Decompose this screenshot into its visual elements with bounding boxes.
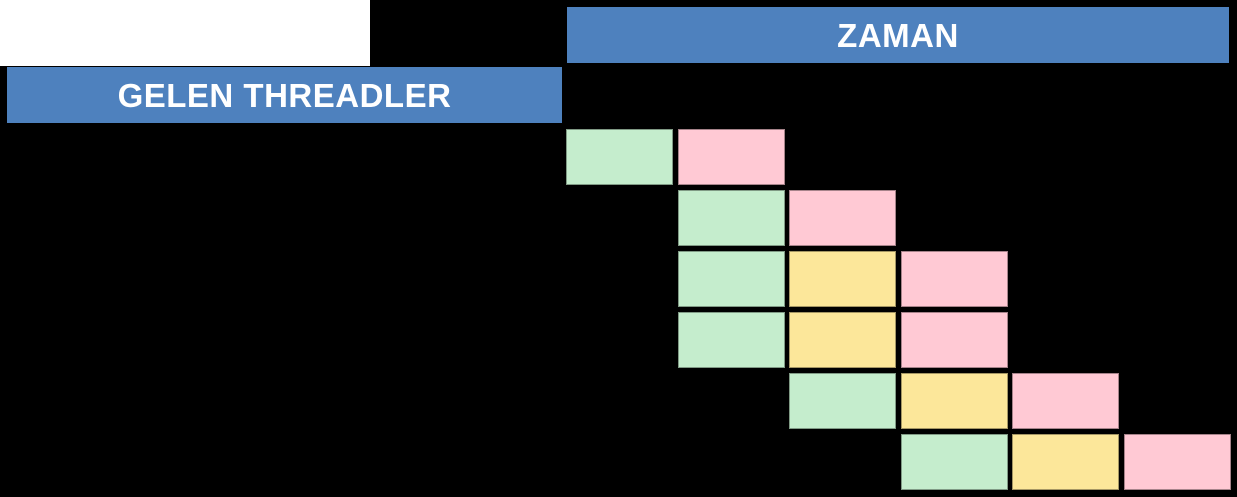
grid-cell-r2-c3: [900, 251, 1008, 307]
grid-cell-r0-c1: [677, 129, 785, 185]
grid-cell-r4-c4: [1012, 373, 1119, 429]
grid-cell-r3-c2: [789, 312, 896, 368]
grid-cell-r4-c2: [789, 373, 896, 429]
grid-cell-r5-c4: [1012, 434, 1119, 490]
grid-cell-r4-c3: [900, 373, 1008, 429]
grid-cell-r0-c0: [566, 129, 673, 185]
grid-cell-r1-c2: [789, 190, 896, 246]
grid-cell-r3-c3: [900, 312, 1008, 368]
grid-cell-r3-c1: [677, 312, 785, 368]
top-left-blank-area: [0, 0, 370, 66]
grid-cell-r2-c1: [677, 251, 785, 307]
row-axis-header-gelen-threadler: GELEN THREADLER: [7, 67, 562, 123]
grid-cell-r5-c3: [900, 434, 1008, 490]
grid-cell-r2-c2: [789, 251, 896, 307]
grid-cell-r5-c5: [1123, 434, 1231, 490]
column-axis-header-zaman: ZAMAN: [567, 7, 1229, 63]
grid-cell-r1-c1: [677, 190, 785, 246]
